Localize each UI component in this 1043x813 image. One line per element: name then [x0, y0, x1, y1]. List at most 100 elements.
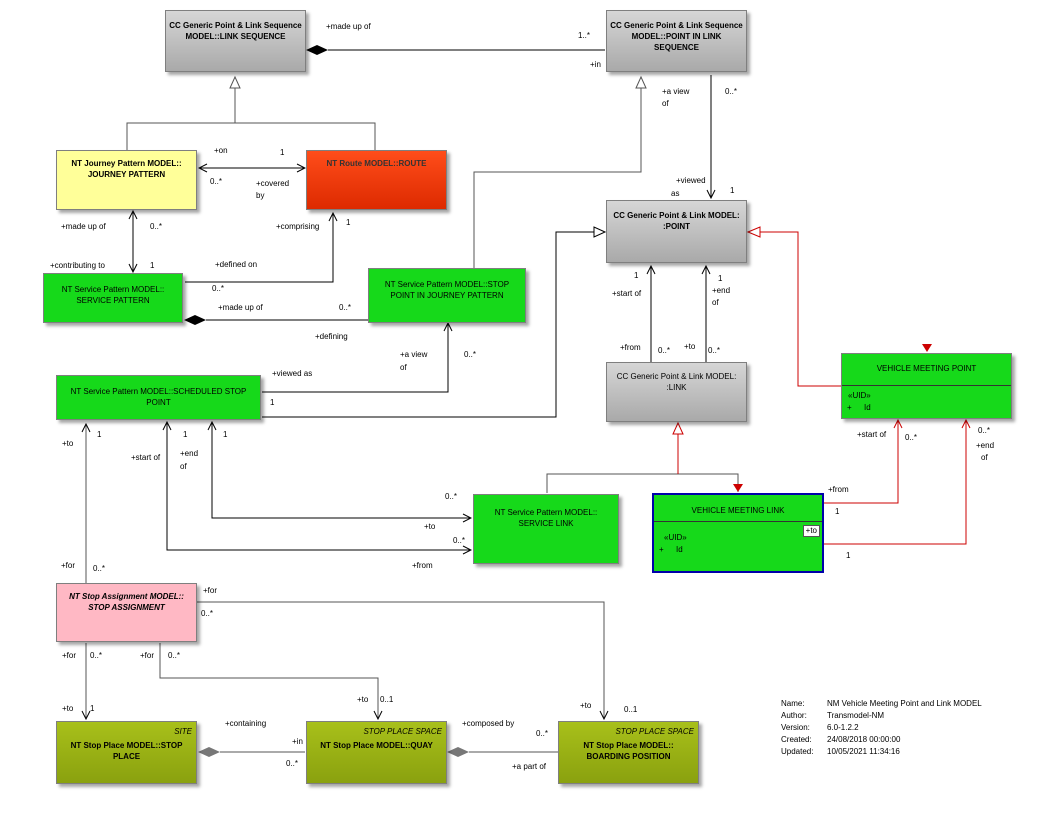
- connector-label: +from: [828, 485, 849, 494]
- class-title: CC Generic Point & Link MODEL: :POINT: [613, 211, 740, 231]
- class-title: CC Generic Point & Link Sequence MODEL::…: [169, 21, 302, 41]
- connector-label: +start of: [131, 453, 161, 462]
- vmp-marker: [922, 344, 932, 352]
- class-title: NT Route MODEL::ROUTE: [326, 159, 427, 168]
- connector-label: of: [662, 99, 669, 108]
- connector-label: +composed by: [462, 719, 514, 728]
- connector-label: +a part of: [512, 762, 547, 771]
- boarding-position-class[interactable]: STOP PLACE SPACE NT Stop Place MODEL:: B…: [558, 721, 699, 784]
- class-title: NT Stop Place MODEL::QUAY: [320, 741, 433, 750]
- meta-created: 24/08/2018 00:00:00: [827, 735, 901, 744]
- connector-label: 1: [730, 186, 735, 195]
- connector-label: 0..*: [536, 729, 548, 738]
- connector-label: +end: [180, 449, 198, 458]
- connector-label: +for: [62, 651, 76, 660]
- connector-label: 1..*: [578, 31, 590, 40]
- connector-label: 0..*: [212, 284, 224, 293]
- connector-label: +from: [620, 343, 641, 352]
- connector-label: 0..*: [725, 87, 737, 96]
- connector-label: 1: [718, 274, 723, 283]
- meta-key: Updated:: [781, 747, 814, 756]
- uid-stereotype: «UID»: [848, 391, 871, 400]
- connector-label: +in: [590, 60, 601, 69]
- point-class[interactable]: CC Generic Point & Link MODEL: :POINT: [606, 200, 747, 263]
- connector-label: by: [256, 191, 264, 200]
- vehicle-meeting-link-class[interactable]: VEHICLE MEETING LINK +to «UID» + Id: [652, 493, 824, 573]
- generalization-vehicle-meeting-point: [746, 226, 841, 387]
- composition-quay-boarding: [447, 747, 558, 757]
- composition-stop-place-quay: [198, 747, 305, 757]
- connector-label: 0..*: [464, 350, 476, 359]
- stop-place-class[interactable]: SITE NT Stop Place MODEL::STOP PLACE: [56, 721, 197, 784]
- diagram-metadata: Name:NM Vehicle Meeting Point and Link M…: [781, 698, 982, 758]
- class-title: NT Stop Assignment MODEL:: STOP ASSIGNME…: [69, 592, 184, 612]
- connector-label: of: [712, 298, 719, 307]
- connector-label: 0..1: [624, 705, 638, 714]
- class-separator: [842, 385, 1011, 386]
- connector-label: 1: [346, 218, 351, 227]
- connector-label: +to: [684, 342, 696, 351]
- connector-label: +made up of: [218, 303, 263, 312]
- meta-key: Version:: [781, 723, 810, 732]
- connector-label: 1: [150, 261, 155, 270]
- connector-label: of: [180, 462, 187, 471]
- connector-label: 0..*: [210, 177, 222, 186]
- connector-label: 0..*: [658, 346, 670, 355]
- meta-key: Created:: [781, 735, 812, 744]
- vml-to-assoc: [824, 420, 966, 545]
- attribute-visibility: +: [659, 545, 664, 554]
- point-in-link-sequence-class[interactable]: CC Generic Point & Link Sequence MODEL::…: [606, 10, 747, 72]
- connector-label: +to: [357, 695, 369, 704]
- quay-class[interactable]: STOP PLACE SPACE NT Stop Place MODEL::QU…: [306, 721, 447, 784]
- connector-label: +defining: [315, 332, 348, 341]
- class-stereotype: STOP PLACE SPACE: [363, 727, 442, 736]
- connector-label: as: [671, 189, 679, 198]
- connector-label: +for: [203, 586, 217, 595]
- scheduled-stop-point-class[interactable]: NT Service Pattern MODEL::SCHEDULED STOP…: [56, 375, 261, 420]
- uid-stereotype: «UID»: [664, 533, 687, 542]
- vehicle-meeting-point-class[interactable]: VEHICLE MEETING POINT «UID» + Id: [841, 353, 1012, 419]
- connector-label: +end: [712, 286, 730, 295]
- ssp-sl-to: [211, 423, 471, 518]
- connector-label: 0..*: [150, 222, 162, 231]
- connector-label: +a view: [400, 350, 428, 359]
- link-class[interactable]: CC Generic Point & Link MODEL: :LINK: [606, 362, 747, 422]
- connector-label: +to: [424, 522, 436, 531]
- connector-label: 1: [223, 430, 228, 439]
- connector-label: +made up of: [326, 22, 371, 31]
- class-title: NT Service Pattern MODEL:: SERVICE LINK: [494, 508, 598, 528]
- connector-label: 0..*: [90, 651, 102, 660]
- connector-label: +for: [140, 651, 154, 660]
- stop-point-in-journey-pattern-class[interactable]: NT Service Pattern MODEL::STOP POINT IN …: [368, 268, 526, 323]
- connector-label: +a view: [662, 87, 690, 96]
- composition-link-sequence: [306, 45, 605, 55]
- generalization-journey-pattern: [126, 75, 376, 150]
- connector-label: +end: [976, 441, 994, 450]
- meta-version: 6.0-1.2.2: [827, 723, 859, 732]
- connector-label: +viewed: [676, 176, 706, 185]
- connector-label: 1: [634, 271, 639, 280]
- service-link-class[interactable]: NT Service Pattern MODEL:: SERVICE LINK: [473, 494, 619, 564]
- connector-label: 1: [835, 507, 840, 516]
- route-class[interactable]: NT Route MODEL::ROUTE: [306, 150, 447, 210]
- connector-label: +start of: [612, 289, 642, 298]
- service-pattern-class[interactable]: NT Service Pattern MODEL:: SERVICE PATTE…: [43, 273, 183, 323]
- connector-label: +defined on: [215, 260, 257, 269]
- connector-label: +from: [412, 561, 433, 570]
- stop-assignment-class[interactable]: NT Stop Assignment MODEL:: STOP ASSIGNME…: [56, 583, 197, 642]
- class-title: NT Stop Place MODEL:: BOARDING POSITION: [583, 741, 674, 761]
- connector-label: 0..*: [978, 426, 990, 435]
- to-role-tag: +to: [802, 525, 820, 537]
- connector-label: 1: [270, 398, 275, 407]
- class-stereotype: STOP PLACE SPACE: [615, 727, 694, 736]
- connector-label: +on: [214, 146, 228, 155]
- attribute-id[interactable]: Id: [864, 403, 871, 412]
- connector-label: of: [400, 363, 407, 372]
- attribute-id[interactable]: Id: [676, 545, 683, 554]
- meta-key: Author:: [781, 711, 807, 720]
- journey-pattern-class[interactable]: NT Journey Pattern MODEL:: JOURNEY PATTE…: [56, 150, 197, 210]
- link-sequence-class[interactable]: CC Generic Point & Link Sequence MODEL::…: [165, 10, 306, 72]
- class-title: CC Generic Point & Link Sequence MODEL::…: [610, 21, 743, 52]
- connector-label: 1: [183, 430, 188, 439]
